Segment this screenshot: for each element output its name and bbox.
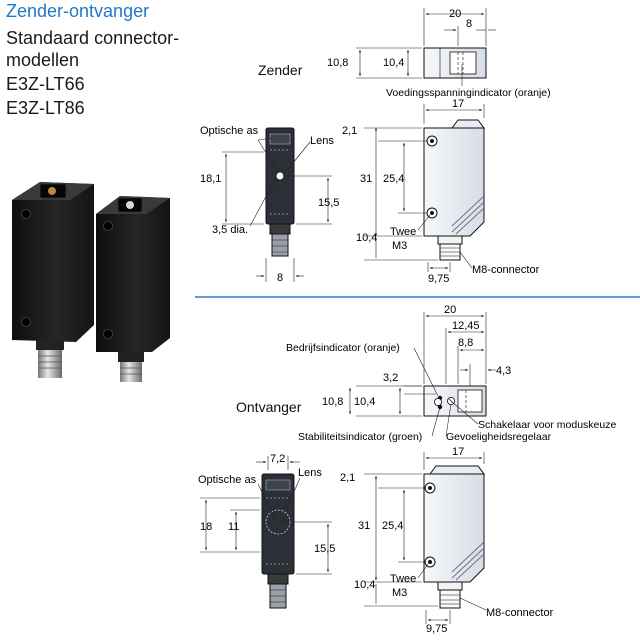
product-photo-emitter <box>12 182 94 378</box>
receiver-dim-top-4-3: 4,3 <box>496 365 511 377</box>
receiver-callout-stability-indicator: Stabiliteitsindicator (groen) <box>298 431 422 443</box>
emitter-dim-front-axis-low: 15,5 <box>318 197 339 209</box>
emitter-dim-top-h-outer: 10,8 <box>327 57 348 69</box>
emitter-dim-front-width: 8 <box>277 272 283 284</box>
receiver-dim-top-3-2: 3,2 <box>383 372 398 384</box>
emitter-callout-optical-axis: Optische as <box>200 125 259 137</box>
product-title-line2: modellen <box>6 50 80 70</box>
category-title: Zender-ontvanger <box>6 1 150 21</box>
receiver-dim-front-axis: 18 <box>200 521 212 533</box>
emitter-callout-hole-dia: 3,5 dia. <box>212 224 248 236</box>
receiver-dim-side-conn: 9,75 <box>426 623 447 635</box>
receiver-dim-side-top-offset: 2,1 <box>340 472 355 484</box>
receiver-callout-mount-line2: M3 <box>392 587 407 599</box>
receiver-callout-connector: M8-connector <box>486 607 554 619</box>
receiver-dim-top-12-45: 12,45 <box>452 320 480 332</box>
emitter-dim-side-width: 17 <box>452 98 464 110</box>
product-photo <box>12 182 170 382</box>
emitter-dim-side-height: 31 <box>360 173 372 185</box>
product-photo-receiver <box>96 196 170 382</box>
receiver-dim-top-h-outer: 10,8 <box>322 396 343 408</box>
emitter-side-view <box>423 119 485 261</box>
emitter-label: Zender <box>258 62 303 78</box>
receiver-dim-top-h-inner: 10,4 <box>354 396 375 408</box>
receiver-dim-front-11: 11 <box>228 521 239 533</box>
emitter-dim-front-axis: 18,1 <box>200 173 221 185</box>
emitter-callout-connector: M8-connector <box>472 264 540 276</box>
emitter-dim-top-width: 20 <box>449 8 461 20</box>
receiver-side-view <box>423 465 485 609</box>
emitter-top-view <box>423 47 487 79</box>
receiver-label: Ontvanger <box>236 399 302 415</box>
receiver-top-view <box>423 385 487 417</box>
receiver-dim-top-8-8: 8,8 <box>458 337 473 349</box>
emitter-dim-side-conn: 9,75 <box>428 273 449 285</box>
emitter-dim-top-h-inner: 10,4 <box>383 57 404 69</box>
receiver-callout-sensitivity: Gevoeligheidsregelaar <box>446 431 552 443</box>
emitter-callout-lens: Lens <box>310 135 334 147</box>
model-number-1: E3Z-LT66 <box>6 74 85 94</box>
emitter-callout-mount-line1: Twee <box>390 226 416 238</box>
receiver-callout-mode-switch: Schakelaar voor moduskeuze <box>478 419 616 431</box>
receiver-front-view <box>261 473 295 609</box>
model-number-2: E3Z-LT86 <box>6 98 85 118</box>
receiver-callout-optical-axis: Optische as <box>198 474 257 486</box>
receiver-callout-mount-line1: Twee <box>390 573 416 585</box>
emitter-dim-side-top-offset: 2,1 <box>342 125 357 137</box>
receiver-callout-lens: Lens <box>298 467 322 479</box>
receiver-callout-operation-indicator: Bedrijfsindicator (oranje) <box>286 342 400 354</box>
product-title-line1: Standaard connector- <box>6 28 180 48</box>
receiver-dim-side-height: 31 <box>358 520 370 532</box>
emitter-dim-side-bottom: 10,4 <box>356 232 377 244</box>
emitter-callout-power-indicator: Voedingsspanningindicator (oranje) <box>386 87 551 99</box>
emitter-front-view <box>265 127 295 257</box>
receiver-dim-front-width: 7,2 <box>270 453 285 465</box>
receiver-dim-side-width: 17 <box>452 446 464 458</box>
receiver-dim-side-hole-pitch: 25,4 <box>382 520 403 532</box>
receiver-dim-side-bottom: 10,4 <box>354 579 375 591</box>
receiver-dim-top-width: 20 <box>444 304 456 316</box>
receiver-dim-front-axis-low: 15,5 <box>314 543 335 555</box>
emitter-callout-mount-line2: M3 <box>392 240 407 252</box>
emitter-dim-top-lens: 8 <box>466 18 472 30</box>
emitter-dim-side-hole-pitch: 25,4 <box>383 173 404 185</box>
